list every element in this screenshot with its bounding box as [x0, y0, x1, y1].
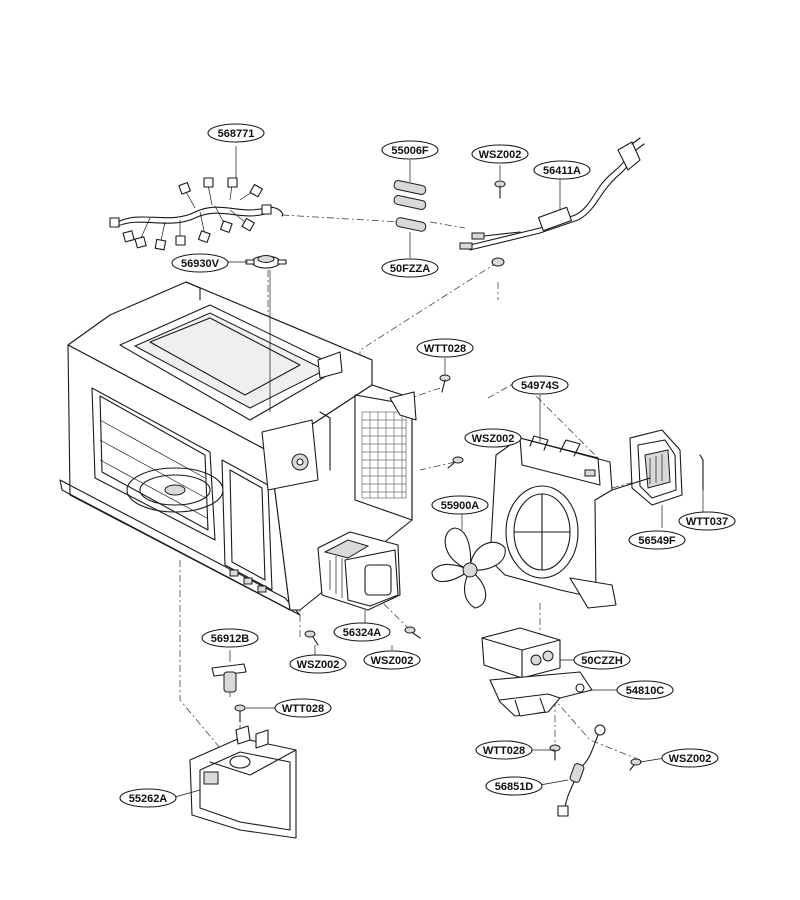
svg-text:WSZ002: WSZ002	[371, 655, 414, 667]
part-label-50FZZA: 50FZZA	[381, 258, 439, 278]
svg-text:56324A: 56324A	[343, 627, 382, 639]
svg-text:55900A: 55900A	[441, 500, 480, 512]
svg-text:50CZZH: 50CZZH	[581, 655, 623, 667]
fuse-parts	[393, 160, 427, 258]
screw-part	[494, 165, 506, 199]
screw-part	[304, 630, 319, 655]
transformer-part	[317, 531, 401, 624]
svg-text:WTT028: WTT028	[424, 343, 466, 355]
svg-text:50FZZA: 50FZZA	[390, 263, 430, 275]
part-labels: 568771 55006F WSZ002 56411A 56930V 50FZZ…	[119, 123, 736, 808]
screw-part	[447, 456, 464, 469]
part-label-56324A: 56324A	[333, 622, 391, 642]
screw-part	[391, 626, 421, 650]
part-label-56549F: 56549F	[628, 530, 686, 550]
svg-text:56930V: 56930V	[181, 258, 220, 270]
capacitor-bracket-part	[489, 671, 593, 717]
svg-text:WTT028: WTT028	[483, 745, 525, 757]
part-label-WTT028-top: WTT028	[416, 338, 474, 358]
svg-text:56851D: 56851D	[495, 781, 534, 793]
svg-text:568771: 568771	[218, 128, 255, 140]
svg-text:56411A: 56411A	[543, 165, 581, 177]
svg-text:WTT028: WTT028	[282, 703, 324, 715]
part-label-WSZ002-top: WSZ002	[471, 144, 529, 164]
screw-part	[549, 744, 561, 761]
part-label-55900A: 55900A	[431, 495, 489, 515]
svg-text:WSZ002: WSZ002	[669, 753, 712, 765]
part-label-WSZ002-lowcenter: WSZ002	[363, 650, 421, 670]
svg-text:54810C: 54810C	[626, 685, 665, 697]
part-label-54810C: 54810C	[616, 680, 674, 700]
fan-duct-part	[489, 395, 617, 609]
oven-cavity-part	[59, 270, 417, 616]
part-label-55262A: 55262A	[119, 788, 177, 808]
lamp-holder-part	[611, 429, 704, 528]
svg-text:55262A: 55262A	[129, 793, 168, 805]
power-cord-part	[459, 137, 645, 267]
svg-text:55006F: 55006F	[391, 145, 429, 157]
capacitor-part	[481, 627, 561, 679]
part-label-56411A: 56411A	[533, 160, 591, 180]
fan-blade-part	[431, 512, 506, 609]
part-label-54974S: 54974S	[511, 375, 569, 395]
svg-text:54974S: 54974S	[521, 380, 559, 392]
part-label-568771: 568771	[207, 123, 265, 143]
screw-part	[234, 704, 246, 723]
part-label-WTT037: WTT037	[678, 511, 736, 531]
base-bracket-part	[189, 725, 297, 839]
part-label-56912B: 56912B	[201, 628, 259, 648]
thermostat-part	[245, 255, 287, 269]
part-label-WSZ002-bottom: WSZ002	[661, 748, 719, 768]
svg-text:56549F: 56549F	[638, 535, 676, 547]
svg-text:56912B: 56912B	[211, 633, 250, 645]
part-label-56851D: 56851D	[485, 776, 543, 796]
part-label-WTT028-bottom: WTT028	[475, 740, 533, 760]
latch-part	[211, 650, 247, 693]
svg-text:WTT037: WTT037	[686, 516, 728, 528]
part-label-WTT028-low: WTT028	[274, 698, 332, 718]
part-label-56930V: 56930V	[171, 253, 229, 273]
part-label-55006F: 55006F	[381, 140, 439, 160]
screw-part	[439, 358, 451, 393]
diode-part	[557, 724, 606, 817]
leader-lines	[174, 261, 666, 798]
part-label-WSZ002-mid: WSZ002	[464, 428, 522, 448]
part-label-WSZ002-lowleft: WSZ002	[289, 654, 347, 674]
svg-text:WSZ002: WSZ002	[472, 433, 515, 445]
wire-harness-part	[109, 146, 284, 251]
screw-part	[629, 758, 642, 771]
svg-text:WSZ002: WSZ002	[297, 659, 340, 671]
svg-text:WSZ002: WSZ002	[479, 149, 522, 161]
part-label-50CZZH: 50CZZH	[573, 650, 631, 670]
